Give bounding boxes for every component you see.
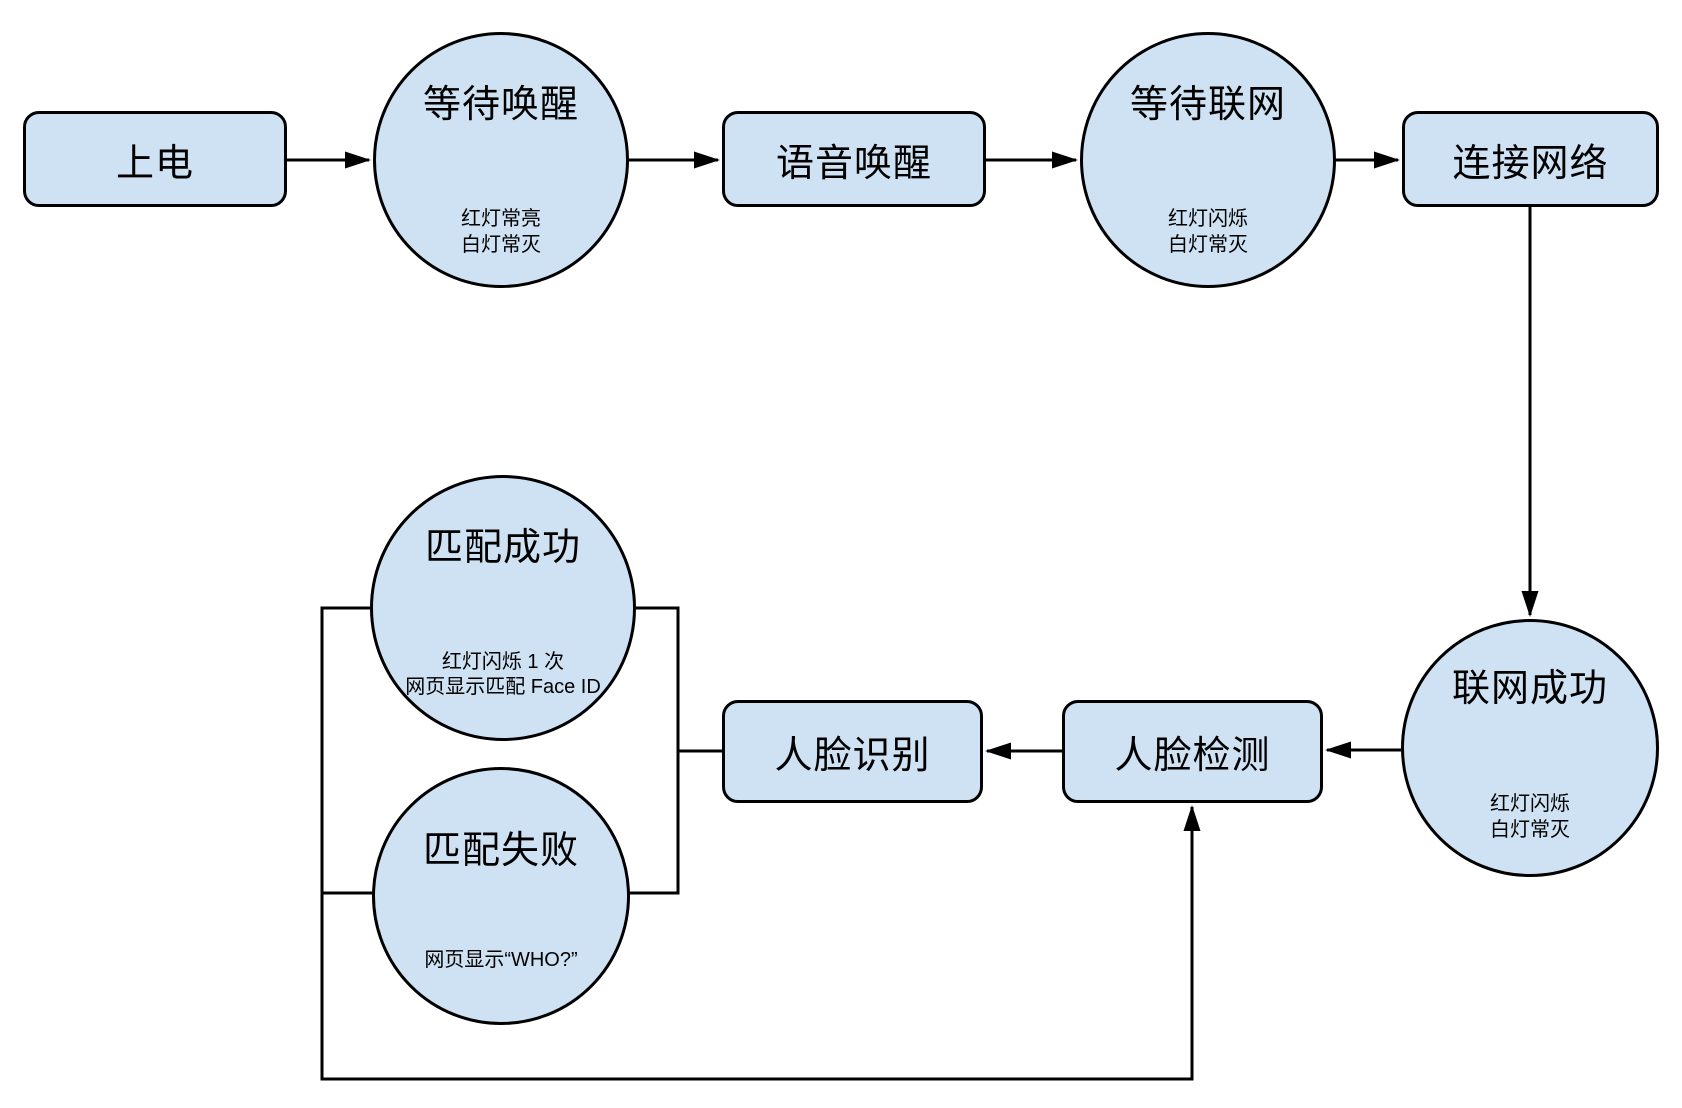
node-face-recognize: 人脸识别 bbox=[722, 700, 983, 803]
node-connect-network: 连接网络 bbox=[1402, 111, 1659, 207]
node-wait-network-label: 等待联网 bbox=[1129, 84, 1286, 126]
status-line: 白灯常灭 bbox=[1168, 234, 1248, 256]
status-line: 红灯闪烁 1 次 bbox=[441, 651, 565, 673]
node-voice-wake-label: 语音唤醒 bbox=[775, 142, 932, 185]
node-wait-wake-label: 等待唤醒 bbox=[422, 84, 579, 126]
node-match-success-label: 匹配成功 bbox=[424, 527, 581, 569]
node-face-recognize-label: 人脸识别 bbox=[774, 735, 931, 777]
node-wait-wake-status: 红灯常亮 白灯常灭 bbox=[376, 206, 626, 258]
node-voice-wake: 语音唤醒 bbox=[722, 111, 986, 207]
node-connect-network-label: 连接网络 bbox=[1452, 142, 1609, 185]
node-match-fail: 匹配失败 网页显示“WHO?” bbox=[372, 767, 630, 1025]
node-match-fail-status: 网页显示“WHO?” bbox=[375, 947, 627, 973]
node-power-on: 上电 bbox=[23, 111, 287, 207]
node-match-success-status: 红灯闪烁 1 次 网页显示匹配 Face ID bbox=[373, 650, 633, 700]
status-line: 网页显示匹配 Face ID bbox=[405, 676, 601, 698]
node-face-detect: 人脸检测 bbox=[1062, 700, 1323, 803]
status-line: 红灯闪烁 bbox=[1490, 793, 1570, 815]
node-power-on-label: 上电 bbox=[115, 142, 194, 185]
node-match-success: 匹配成功 红灯闪烁 1 次 网页显示匹配 Face ID bbox=[370, 475, 636, 741]
node-network-success-status: 红灯闪烁 白灯常灭 bbox=[1404, 791, 1656, 843]
status-line: 白灯常灭 bbox=[1490, 819, 1570, 841]
node-match-fail-label: 匹配失败 bbox=[422, 830, 579, 872]
edge-results-loop-to-face-detect bbox=[320, 606, 1201, 1081]
status-line: 红灯闪烁 bbox=[1168, 208, 1248, 230]
node-wait-network: 等待联网 红灯闪烁 白灯常灭 bbox=[1080, 32, 1336, 288]
node-wait-network-status: 红灯闪烁 白灯常灭 bbox=[1083, 206, 1333, 258]
status-line: 红灯常亮 bbox=[461, 208, 541, 230]
edge-face-recognize-to-results-bracket bbox=[630, 606, 680, 895]
node-wait-wake: 等待唤醒 红灯常亮 白灯常灭 bbox=[373, 32, 629, 288]
status-line: 白灯常灭 bbox=[461, 234, 541, 256]
node-face-detect-label: 人脸检测 bbox=[1114, 735, 1271, 777]
status-line: 网页显示“WHO?” bbox=[424, 949, 578, 971]
node-network-success-label: 联网成功 bbox=[1451, 668, 1608, 710]
node-network-success: 联网成功 红灯闪烁 白灯常灭 bbox=[1401, 619, 1659, 877]
